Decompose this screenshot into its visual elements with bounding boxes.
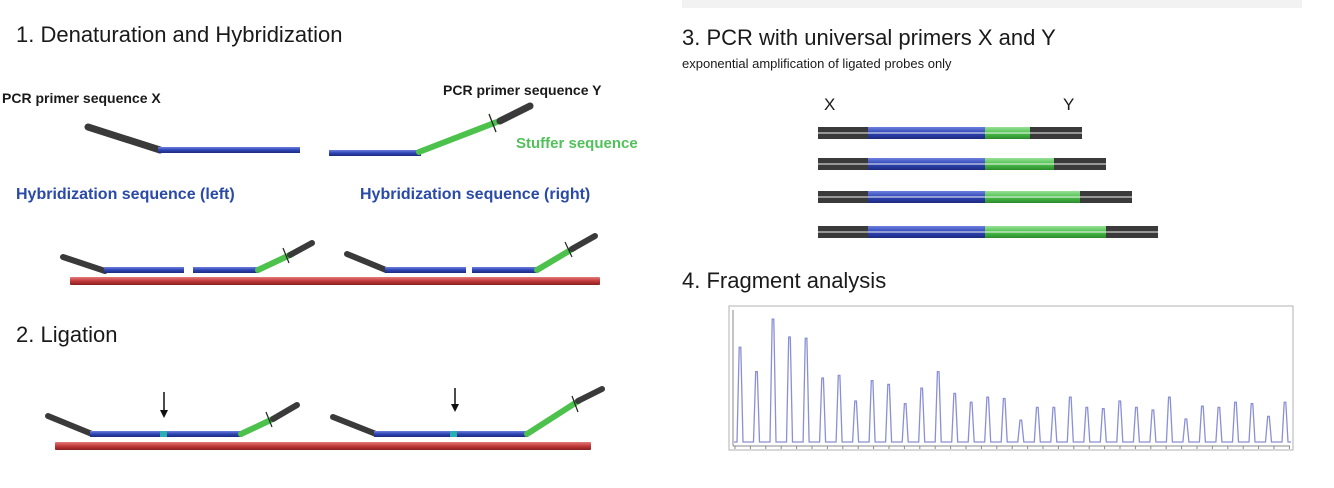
ligation-arrow-1 xyxy=(160,392,168,418)
ligated-probe-2 xyxy=(330,386,605,437)
primer-y-arm xyxy=(496,102,534,125)
stuffer-tick xyxy=(488,113,497,133)
fragment-trace xyxy=(734,318,1291,443)
pcr-product-3 xyxy=(818,191,1132,203)
panel3-title: 3. PCR with universal primers X and Y xyxy=(682,25,1056,50)
stuffer-sequence-label: Stuffer sequence xyxy=(516,135,638,152)
ligation-site-2 xyxy=(450,431,457,437)
ligated-probe-1 xyxy=(45,402,300,437)
panel4-title: 4. Fragment analysis xyxy=(682,268,887,293)
target-dna-strand xyxy=(70,277,600,285)
hybridization-right-label: Hybridization sequence (right) xyxy=(360,186,591,203)
primer-x-marker: X xyxy=(824,95,836,114)
primer-x-label: PCR primer sequence X xyxy=(2,90,161,106)
panel3-subtitle: exponential amplification of ligated pro… xyxy=(682,56,952,71)
primer-y-label: PCR primer sequence Y xyxy=(443,82,602,98)
panel2-title: 2. Ligation xyxy=(16,322,118,347)
hybridization-right-segment xyxy=(329,150,421,156)
hybridized-probe-pair-2 xyxy=(344,233,598,273)
ligation-arrow-2 xyxy=(451,388,459,412)
panel1-title: 1. Denaturation and Hybridization xyxy=(16,22,343,47)
pcr-product-1 xyxy=(818,127,1082,139)
stuffer-arm xyxy=(416,117,505,155)
hybridization-left-label: Hybridization sequence (left) xyxy=(16,186,235,203)
ligation-target-strand xyxy=(55,442,591,450)
ligation-site-1 xyxy=(160,431,167,437)
hybridized-probe-pair-1 xyxy=(60,240,315,274)
primer-y-marker: Y xyxy=(1063,95,1075,114)
right-probe-oligo xyxy=(329,102,534,156)
top-strip xyxy=(682,0,1302,8)
fragment-x-ticks xyxy=(734,446,1290,449)
left-probe-oligo xyxy=(84,123,300,154)
hybridization-left-segment xyxy=(158,147,300,153)
primer-x-arm xyxy=(84,123,164,154)
fragment-plot-frame xyxy=(728,305,1294,451)
pcr-product-2 xyxy=(818,158,1106,170)
pcr-product-4 xyxy=(818,226,1158,238)
